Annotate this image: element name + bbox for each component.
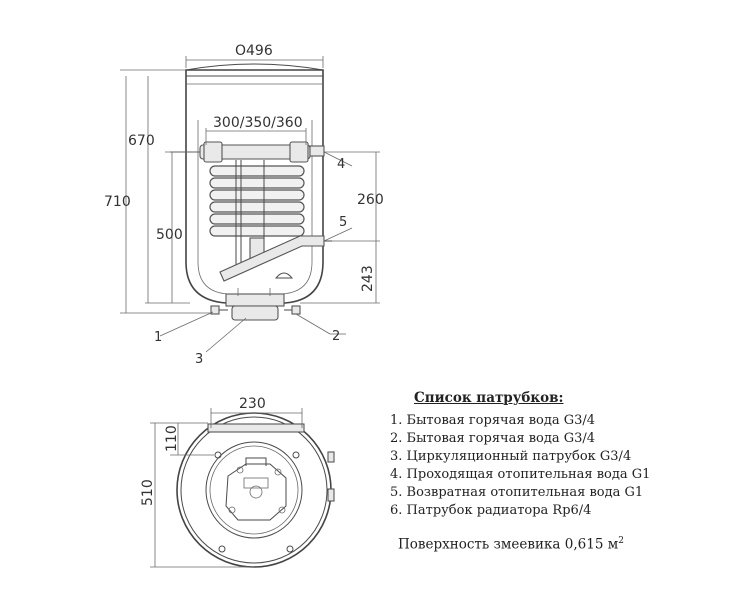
coil-surface-text: Поверхность змеевика 0,615 м	[398, 536, 619, 553]
dim-pipe-span-label: 300/350/360	[213, 115, 303, 131]
tank-body	[185, 69, 324, 304]
callout-3: 3	[195, 352, 203, 367]
return-pipe	[219, 235, 325, 282]
dim-710-label: 710	[104, 194, 131, 210]
callout-4: 4	[337, 157, 345, 172]
legend-item-4: 4. Проходящая отопительная вода G1	[390, 467, 651, 482]
unit-superscript: 2	[618, 536, 624, 546]
dim-260-label: 260	[357, 192, 384, 208]
dim-pipe-span: 300/350/360	[205, 115, 307, 145]
legend-item-2: 2. Бытовая горячая вода G3/4	[390, 431, 596, 446]
dim-243-label: 243	[360, 265, 376, 292]
top-view: 230 110 510	[140, 396, 335, 568]
nozzle-legend: Список патрубков: 1. Бытовая горячая вод…	[390, 390, 710, 520]
tank-top-outline	[176, 412, 332, 568]
heating-coil	[209, 165, 305, 237]
tank-top-cap	[185, 63, 324, 77]
dim-510-label: 510	[140, 479, 156, 506]
dim-110-label: 110	[164, 425, 180, 452]
coil-surface-note: Поверхность змеевика 0,615 м2	[398, 536, 624, 553]
legend-item-3: 3. Циркуляционный патрубок G3/4	[390, 449, 632, 464]
legend-title: Список патрубков:	[414, 390, 564, 406]
dim-diameter: O496	[185, 43, 324, 68]
dim-670-label: 670	[128, 133, 155, 149]
legend-item-1: 1. Бытовая горячая вода G3/4	[390, 413, 596, 428]
callout-5: 5	[339, 215, 347, 230]
dim-500-label: 500	[156, 227, 183, 243]
callout-1: 1	[154, 330, 162, 345]
dim-diameter-label: O496	[235, 43, 273, 59]
front-view: O496 300/350/360 710 670 500 260 243	[104, 43, 384, 367]
mounting-bracket	[207, 423, 305, 433]
callout-2: 2	[332, 329, 340, 344]
dim-230-label: 230	[239, 396, 266, 412]
flange	[225, 463, 287, 521]
legend-item-5: 5. Возвратная отопительная вода G1	[390, 485, 644, 500]
legend-item-6: 6. Патрубок радиатора Rp6/4	[390, 503, 592, 518]
legend-list: 1. Бытовая горячая вода G3/4 2. Бытовая …	[390, 412, 710, 520]
bottom-fittings	[210, 288, 301, 321]
